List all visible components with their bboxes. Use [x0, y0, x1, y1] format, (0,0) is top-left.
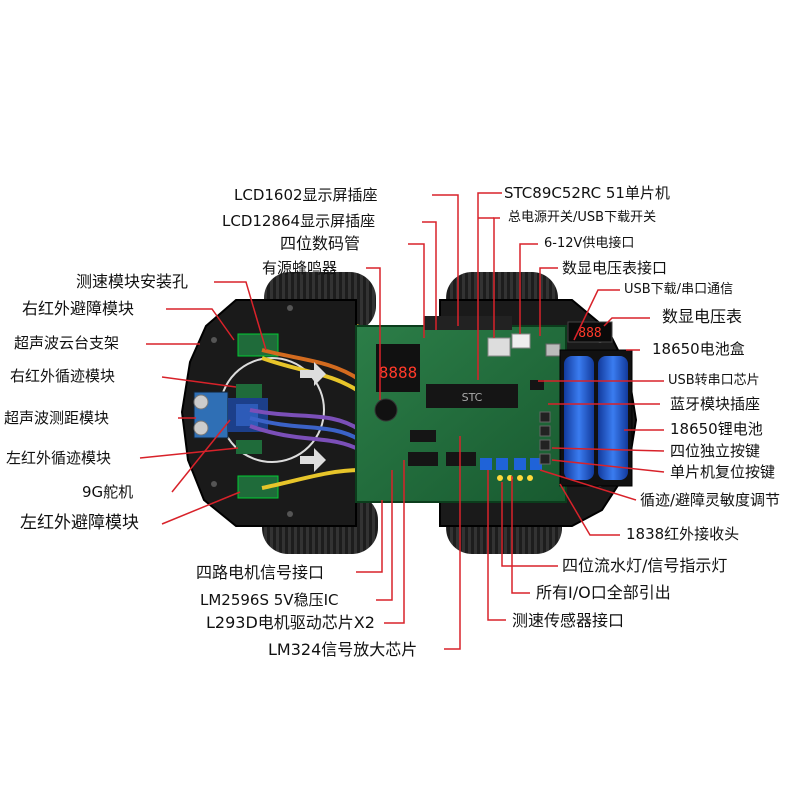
label-ir-receiver: 1838红外接收头 — [626, 525, 740, 543]
label-reset-key: 单片机复位按键 — [670, 463, 776, 481]
power-jack — [511, 333, 531, 349]
direction-arrow-back — [300, 448, 326, 472]
label-lcd12864: LCD12864显示屏插座 — [222, 212, 376, 230]
lm324-chip — [410, 430, 436, 442]
label-mcu: STC89C52RC 51单片机 — [504, 184, 670, 202]
ir-module-left-track — [236, 440, 262, 454]
label-power-switch: 总电源开关/USB下载开关 — [508, 210, 657, 225]
ir-module-left-avoid — [237, 475, 279, 499]
svg-text:8888: 8888 — [379, 363, 418, 382]
leds — [497, 475, 533, 481]
callout-lines — [139, 192, 665, 650]
label-speed-sensor-port: 测速传感器接口 — [512, 611, 625, 630]
svg-text:STC: STC — [462, 391, 483, 404]
label-speed-mount: 测速模块安装孔 — [76, 272, 189, 291]
label-buzzer: 有源蜂鸣器 — [262, 259, 338, 277]
label-power-input: 6-12V供电接口 — [544, 236, 635, 251]
label-keys: 四位独立按键 — [670, 442, 761, 460]
label-right-ir-track: 右红外循迹模块 — [10, 367, 116, 385]
label-left-ir-track: 左红外循迹模块 — [6, 449, 112, 467]
label-voltmeter-port: 数显电压表接口 — [562, 259, 668, 277]
label-sensitivity: 循迹/避障灵敏度调节 — [640, 491, 781, 509]
label-bt-socket: 蓝牙模块插座 — [670, 395, 761, 413]
power-switch — [487, 337, 511, 357]
l293d-chip-1 — [408, 452, 438, 466]
battery-box — [559, 349, 633, 487]
direction-arrow-forward — [300, 362, 326, 386]
push-buttons — [539, 411, 551, 465]
seg-display: 8888 — [376, 344, 420, 392]
label-right-ir-avoid: 右红外避障模块 — [22, 299, 135, 318]
ir-module-right-track — [236, 384, 262, 398]
label-left-ir-avoid: 左红外避障模块 — [20, 513, 139, 533]
label-io-all: 所有I/O口全部引出 — [536, 583, 671, 602]
label-amplifier: LM324信号放大芯片 — [268, 640, 418, 659]
buzzer — [374, 398, 398, 422]
usb-chip — [530, 380, 544, 390]
label-flow-led: 四位流水灯/信号指示灯 — [562, 556, 728, 575]
ultrasonic-sensor — [193, 391, 229, 439]
voltmeter-display: 888 — [567, 321, 613, 343]
label-seg-display: 四位数码管 — [280, 234, 361, 253]
usb-port — [545, 343, 561, 357]
servo-motor — [228, 398, 268, 432]
svg-text:888: 888 — [578, 326, 601, 341]
label-ultrasonic: 超声波测距模块 — [4, 409, 110, 427]
label-usb-serial: USB下载/串口通信 — [624, 282, 734, 297]
label-voltmeter: 数显电压表 — [662, 307, 743, 326]
wire-bundle — [249, 348, 362, 490]
mcu-chip: STC — [426, 384, 518, 408]
label-lcd1602: LCD1602显示屏插座 — [234, 186, 378, 204]
label-battery: 18650锂电池 — [670, 420, 763, 438]
l293d-chip-2 — [446, 452, 476, 466]
label-ultrasonic-mount: 超声波云台支架 — [14, 334, 120, 352]
label-motor-port: 四路电机信号接口 — [196, 563, 325, 582]
label-regulator: LM2596S 5V稳压IC — [200, 591, 339, 609]
label-motor-driver: L293D电机驱动芯片X2 — [206, 613, 375, 632]
potentiometers — [480, 458, 542, 470]
label-servo: 9G舵机 — [82, 483, 134, 501]
label-usb-chip: USB转串口芯片 — [668, 373, 760, 388]
label-battery-box: 18650电池盒 — [652, 340, 745, 358]
